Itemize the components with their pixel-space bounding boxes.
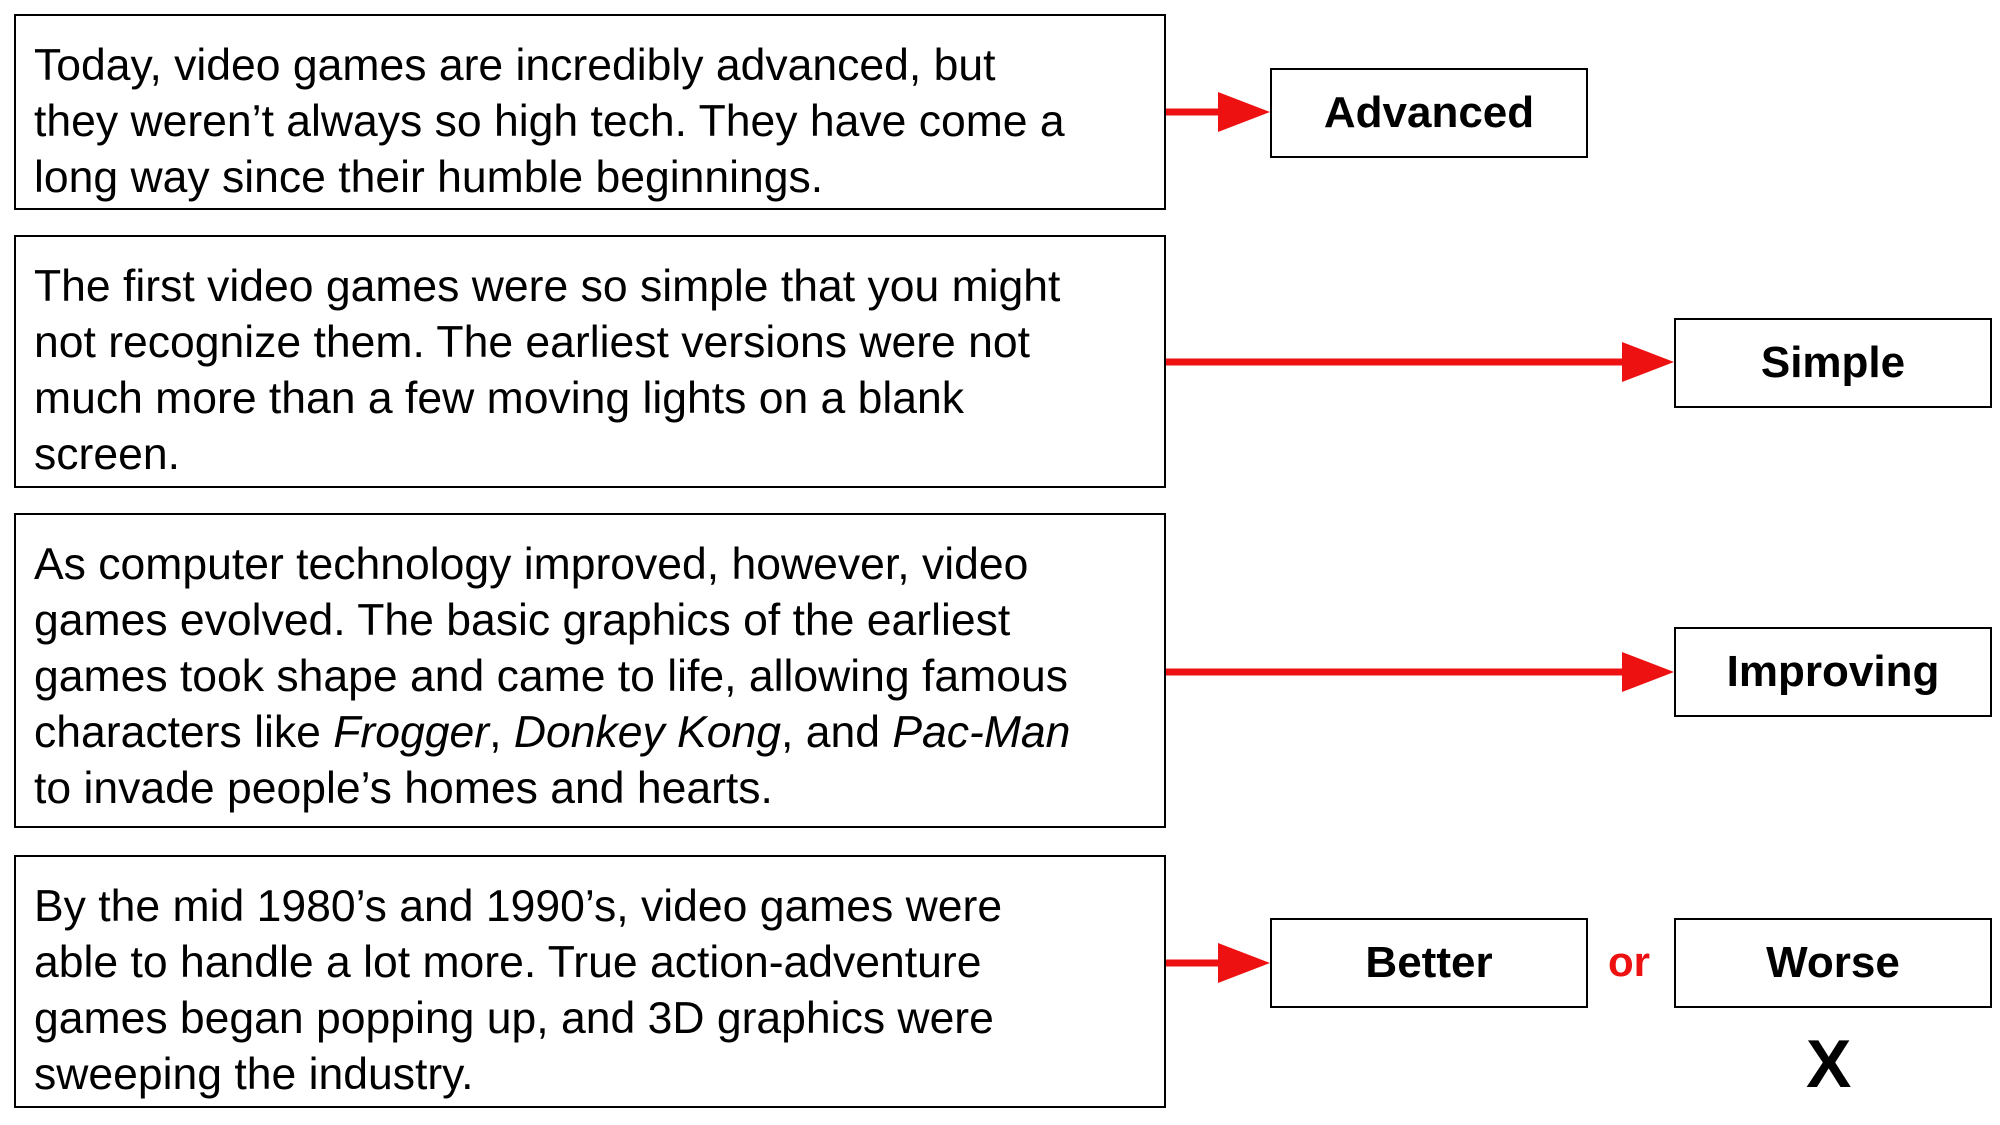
passage-box-3: As computer technology improved, however… — [14, 513, 1166, 828]
passage-line: not recognize them. The earliest version… — [34, 318, 1030, 367]
text-characters-like: characters like — [34, 708, 334, 757]
passage-line: sweeping the industry. — [34, 1050, 474, 1099]
label-worse: Worse — [1766, 938, 1900, 987]
label-box-worse: Worse — [1674, 918, 1992, 1008]
passage-line: screen. — [34, 430, 180, 479]
game-title-pac-man: Pac-Man — [892, 708, 1071, 757]
label-improving: Improving — [1726, 647, 1940, 696]
passage-line: As computer technology improved, however… — [34, 540, 1029, 589]
passage-line: games began popping up, and 3D graphics … — [34, 994, 994, 1043]
passage-line: By the mid 1980’s and 1990’s, video game… — [34, 882, 1003, 931]
game-title-donkey-kong: Donkey Kong — [513, 708, 781, 757]
text-separator: , and — [781, 708, 893, 757]
passage-line: to invade people’s homes and hearts. — [34, 764, 773, 813]
passage-box-4: By the mid 1980’s and 1990’s, video game… — [14, 855, 1166, 1108]
arrow-to-simple — [1166, 342, 1674, 382]
passage-line: they weren’t always so high tech. They h… — [34, 97, 1065, 146]
passage-line: games evolved. The basic graphics of the… — [34, 596, 1011, 645]
arrow-to-improving — [1166, 652, 1674, 692]
label-box-simple: Simple — [1674, 318, 1992, 408]
label-box-improving: Improving — [1674, 627, 1992, 717]
passage-line: long way since their humble beginnings. — [34, 153, 824, 202]
passage-line: games took shape and came to life, allow… — [34, 652, 1068, 701]
or-connector: or — [1608, 938, 1650, 985]
x-mark: X — [1806, 1026, 1852, 1102]
text-separator: , — [489, 708, 514, 757]
label-box-better: Better — [1270, 918, 1588, 1008]
arrow-to-advanced — [1166, 92, 1270, 132]
label-box-advanced: Advanced — [1270, 68, 1588, 158]
game-title-frogger: Frogger — [333, 708, 490, 757]
label-better: Better — [1365, 938, 1493, 987]
passage-box-1: Today, video games are incredibly advanc… — [14, 14, 1166, 210]
arrow-to-better — [1166, 943, 1270, 983]
label-advanced: Advanced — [1323, 88, 1535, 137]
passage-line-characters: characters like Frogger, Donkey Kong, an… — [34, 705, 1146, 761]
passage-box-2: The first video games were so simple tha… — [14, 235, 1166, 488]
passage-line: Today, video games are incredibly advanc… — [34, 41, 996, 90]
passage-line: The first video games were so simple tha… — [34, 262, 1061, 311]
passage-line: much more than a few moving lights on a … — [34, 374, 965, 423]
passage-line: able to handle a lot more. True action-a… — [34, 938, 982, 987]
label-simple: Simple — [1760, 338, 1906, 387]
